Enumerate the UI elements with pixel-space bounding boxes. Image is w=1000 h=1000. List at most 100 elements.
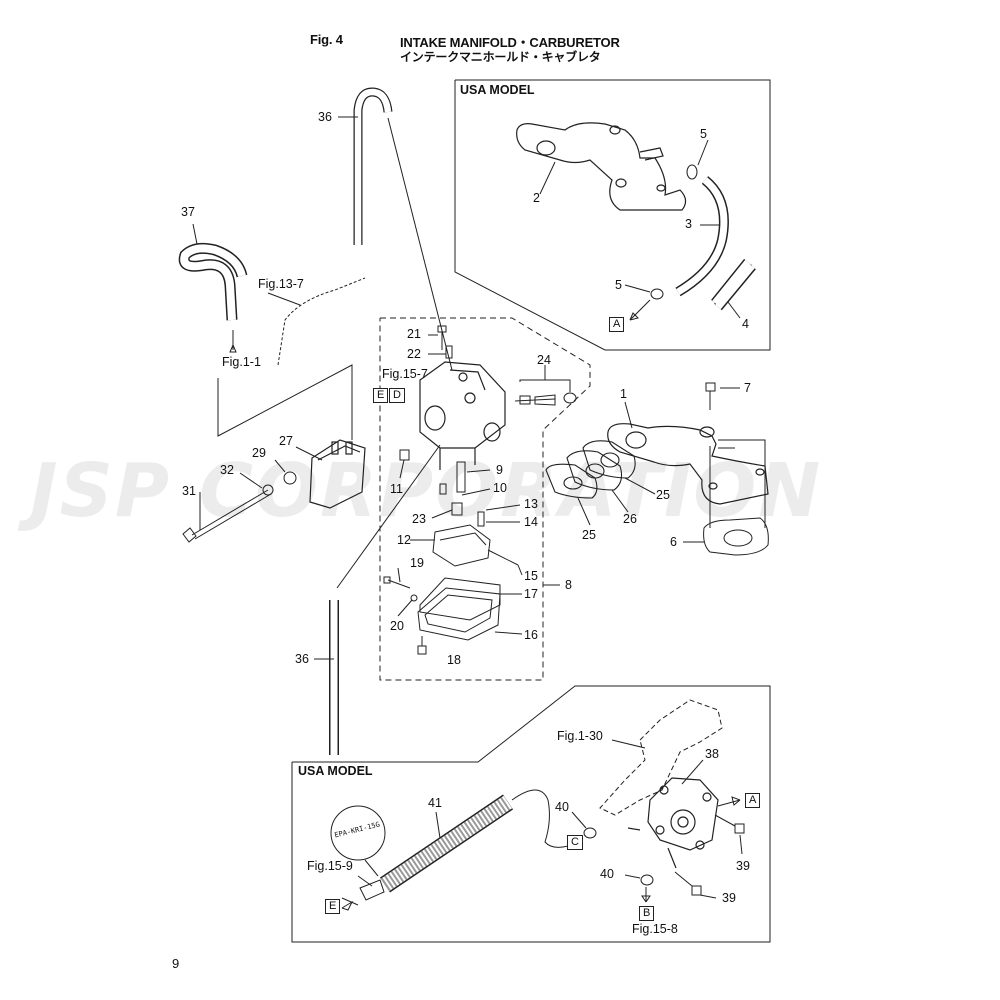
callout-20: 20 (390, 619, 404, 633)
ref-fig1-1: Fig.1-1 (222, 355, 261, 369)
fuel-hose-41 (379, 794, 514, 893)
callout-24: 24 (537, 353, 551, 367)
callout-21: 21 (407, 327, 421, 341)
carburetor-boundary (379, 317, 591, 681)
ref-fig15-7: Fig.15-7 (382, 367, 428, 381)
drain-screw-19 (387, 579, 411, 589)
callout-5-bottom: 5 (615, 278, 622, 292)
bottom-inset-frame (291, 685, 771, 943)
figure-number: Fig. 4 (310, 32, 343, 47)
figure-title-english: INTAKE MANIFOLD・CARBURETOR (400, 35, 620, 50)
callout-39-top: 39 (736, 859, 750, 873)
collar-29 (283, 471, 297, 485)
mounting-bracket (599, 699, 723, 816)
screw-11 (399, 449, 410, 461)
callout-10: 10 (493, 481, 507, 495)
callout-25-left: 25 (582, 528, 596, 542)
clip-5-top (686, 164, 698, 180)
callout-3: 3 (685, 217, 692, 231)
callout-38: 38 (705, 747, 719, 761)
page-number: 9 (172, 956, 180, 971)
connector-15-9 (359, 879, 385, 901)
fuel-pump-38 (627, 777, 719, 869)
clip-40-bottom (640, 874, 654, 886)
callout-8: 8 (565, 578, 572, 592)
ref-fig13-7: Fig.13-7 (258, 277, 304, 291)
fuel-hose-36-top (353, 87, 393, 245)
callout-40-bottom: 40 (600, 867, 614, 881)
main-nozzle-9 (456, 461, 466, 493)
callout-26: 26 (623, 512, 637, 526)
bolt-39-top (714, 814, 745, 834)
top-inset-model-label: USA MODEL (460, 83, 535, 97)
o-ring-20 (410, 594, 418, 602)
callout-16: 16 (524, 628, 538, 642)
callout-32: 32 (220, 463, 234, 477)
box-A-top: A (609, 317, 625, 332)
callout-27: 27 (279, 434, 293, 448)
float-chamber-gasket-17 (419, 577, 501, 621)
callout-22: 22 (407, 347, 421, 361)
callout-40-top: 40 (555, 800, 569, 814)
callout-36-bottom: 36 (295, 652, 309, 666)
box-E-top: E (373, 388, 389, 403)
washer-32 (262, 484, 274, 496)
callout-1: 1 (620, 387, 627, 401)
callout-25-right: 25 (656, 488, 670, 502)
drain-screw-18 (417, 645, 427, 655)
ref-fig15-8: Fig.15-8 (632, 922, 678, 936)
callout-7: 7 (744, 381, 751, 395)
clip-5-bottom (650, 288, 664, 300)
box-C: C (567, 835, 583, 850)
box-E-bottom: E (325, 899, 341, 914)
intake-silencer-27 (309, 439, 366, 509)
box-B: B (639, 906, 655, 921)
callout-13: 13 (524, 497, 538, 511)
callout-37: 37 (181, 205, 195, 219)
callout-19: 19 (410, 556, 424, 570)
callout-31: 31 (182, 484, 196, 498)
figure-title-japanese: インテークマニホールド・キャブレタ (400, 50, 601, 64)
callout-2: 2 (533, 191, 540, 205)
top-inset-frame (454, 79, 771, 351)
callout-5-top: 5 (700, 127, 707, 141)
intake-manifold-usa (516, 122, 687, 211)
callout-15: 15 (524, 569, 538, 583)
main-jet-10 (439, 483, 447, 495)
callout-4: 4 (742, 317, 749, 331)
pin-13 (477, 511, 485, 527)
callout-14: 14 (524, 515, 538, 529)
callout-36-top: 36 (318, 110, 332, 124)
pilot-screw-24 (514, 365, 577, 406)
clip-40-top (583, 827, 597, 839)
callout-12: 12 (397, 533, 411, 547)
callout-18: 18 (447, 653, 461, 667)
bolt-31 (182, 527, 197, 543)
bottom-inset-model-label: USA MODEL (298, 764, 373, 778)
watermark: JSP CORPORATION (30, 448, 823, 534)
float-pin-15 (487, 549, 519, 566)
bolt-39-bottom (674, 871, 702, 896)
callout-29: 29 (252, 446, 266, 460)
carburetor-body (419, 361, 506, 470)
callout-39-bottom: 39 (722, 891, 736, 905)
box-D: D (389, 388, 405, 403)
needle-valve-23 (451, 502, 463, 516)
callout-11: 11 (390, 482, 403, 496)
box-A-bottom: A (745, 793, 761, 808)
intake-manifold-1 (607, 423, 769, 505)
spacer-gaskets (545, 440, 636, 499)
float-chamber-16 (417, 587, 501, 641)
ref-fig15-9: Fig.15-9 (307, 859, 353, 873)
callout-9: 9 (496, 463, 503, 477)
gasket-6 (703, 517, 769, 556)
callout-6: 6 (670, 535, 677, 549)
ref-fig1-30: Fig.1-30 (557, 729, 603, 743)
callout-17: 17 (524, 587, 538, 601)
callout-23: 23 (412, 512, 426, 526)
callout-41: 41 (428, 796, 442, 810)
stamp-circle (330, 805, 386, 861)
float-12 (432, 524, 491, 567)
spring-22 (445, 345, 453, 359)
